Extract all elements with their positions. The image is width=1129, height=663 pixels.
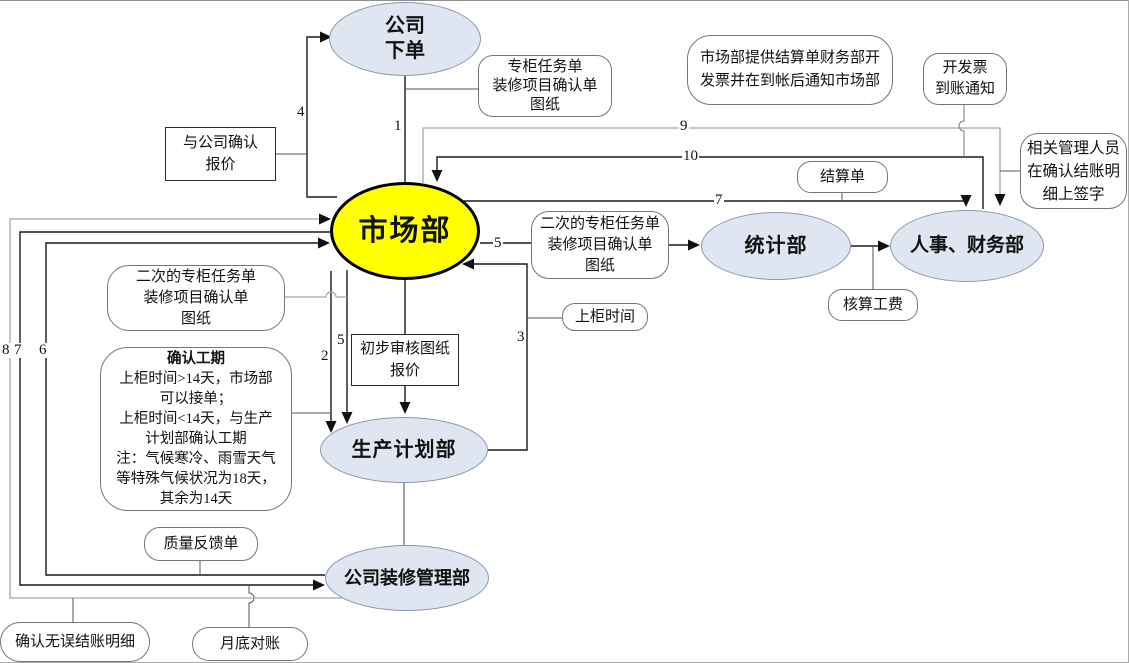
- node-hr-finance-dept-label: 人事、财务部: [909, 235, 1024, 257]
- note-settlement-invoice: 市场部提供结算单财务部开 发票并在到帐后通知市场部: [687, 35, 893, 105]
- note-confirm-work-period: 确认工期 上柜时间>14天，市场部 可以接单； 上柜时间<14天，与生产 计划部…: [100, 347, 292, 511]
- note-second-task-right-line3: 图纸: [584, 257, 615, 274]
- node-statistics-dept-label: 统计部: [744, 234, 808, 257]
- note-first-task-sheet: 专柜任务单 装修项目确认单 图纸: [478, 55, 612, 117]
- note-second-task-right-line2: 装修项目确认单: [547, 236, 653, 253]
- edge-6-decoration-to-marketing: [45, 237, 330, 576]
- note-quality-feedback-label: 质量反馈单: [163, 536, 239, 552]
- note-second-task-sheet-right: 二次的专柜任务单 装修项目确认单 图纸: [531, 211, 669, 279]
- note-verified-settlement-details: 确认无误结账明细: [0, 622, 150, 662]
- note-settlement-sheet-label: 结算单: [819, 169, 865, 185]
- note-second-task-right-line1: 二次的专柜任务单: [539, 215, 660, 232]
- note-labor-cost: 核算工费: [828, 289, 918, 321]
- note-invoice-arrival: 开发票 到账通知: [923, 53, 1007, 105]
- note-managers-signature: 相关管理人员 在确认结账明 细上签字: [1020, 133, 1127, 209]
- note-first-task-sheet-line1: 专柜任务单: [507, 58, 583, 75]
- edge-9-marketing-to-finance: [422, 127, 1020, 206]
- edge-10-finance-to-marketing: [431, 105, 984, 209]
- note-invoice-arrival-line1: 开发票: [942, 60, 988, 76]
- note-second-task-sheet-left: 二次的专柜任务单 装修项目确认单 图纸: [107, 265, 285, 331]
- node-marketing-dept-label: 市场部: [358, 214, 452, 247]
- note-month-end-label: 月底对账: [219, 636, 280, 652]
- note-second-task-left-line1: 二次的专柜任务单: [135, 268, 256, 285]
- node-decoration-mgmt-dept: 公司装修管理部: [325, 545, 489, 611]
- edge-label-1: 1: [393, 118, 403, 134]
- edge-marketing-to-review-to-production: [399, 280, 411, 414]
- edge-label-3: 3: [516, 329, 526, 345]
- note-confirm-work-period-title: 确认工期: [167, 351, 225, 367]
- note-first-task-sheet-line2: 装修项目确认单: [492, 77, 598, 94]
- edge-2-marketing-to-production: [288, 271, 337, 433]
- node-statistics-dept: 统计部: [701, 212, 851, 280]
- note-labor-cost-label: 核算工费: [842, 297, 903, 313]
- edge-label-7-right: 7: [714, 192, 724, 208]
- node-company-order-line1: 公司: [385, 15, 425, 37]
- box-confirm-quote-line2: 报价: [205, 157, 236, 173]
- node-production-planning-dept: 生产计划部: [320, 417, 488, 483]
- note-managers-signature-line2: 在确认结账明: [1026, 162, 1120, 180]
- node-production-planning-label: 生产计划部: [351, 438, 457, 461]
- edge-7-marketing-to-finance: [464, 193, 972, 207]
- edge-label-9: 9: [679, 118, 689, 134]
- note-confirm-work-period-line6: 等特殊气候状况为18天，: [116, 471, 276, 487]
- note-verified-settlement-label: 确认无误结账明细: [14, 634, 135, 650]
- edge-5-marketing-to-production: [285, 270, 353, 424]
- note-second-task-left-line2: 装修项目确认单: [143, 289, 249, 306]
- edge-label-7-left: 7: [13, 342, 23, 358]
- edge-1-company-to-marketing: [404, 76, 478, 183]
- box-preliminary-review-line2: 报价: [389, 363, 420, 379]
- note-confirm-work-period-line3: 上柜时间<14天，与生产: [119, 411, 273, 427]
- edge-statistics-to-finance: [851, 240, 890, 289]
- edge-label-8: 8: [1, 342, 11, 358]
- edge-8-decoration-to-marketing: [9, 213, 342, 622]
- edge-label-4: 4: [296, 104, 306, 120]
- note-shelf-time-label: 上柜时间: [574, 309, 635, 325]
- note-month-end-reconciliation: 月底对账: [192, 627, 308, 661]
- note-settlement-invoice-line1: 市场部提供结算单财务部开: [699, 50, 880, 66]
- note-managers-signature-line3: 细上签字: [1042, 185, 1105, 203]
- note-shelf-time: 上柜时间: [562, 303, 648, 331]
- box-confirm-quote-line1: 与公司确认: [182, 135, 258, 151]
- note-confirm-work-period-line5: 注：气候寒冷、雨雪天气: [116, 451, 276, 467]
- node-marketing-dept: 市场部: [330, 182, 480, 280]
- note-confirm-work-period-line7: 其余为14天: [159, 491, 233, 507]
- note-second-task-left-line3: 图纸: [180, 310, 211, 327]
- box-confirm-quote: 与公司确认 报价: [165, 127, 276, 181]
- note-confirm-work-period-line4: 计划部确认工期: [145, 431, 247, 447]
- edge-4-marketing-to-company: [276, 31, 337, 198]
- node-company-order-line2: 下单: [385, 40, 425, 62]
- box-preliminary-review-line1: 初步审核图纸: [359, 341, 450, 357]
- note-invoice-arrival-line2: 到账通知: [934, 81, 995, 97]
- note-quality-feedback: 质量反馈单: [144, 527, 258, 561]
- edge-5-marketing-to-statistics: [480, 239, 700, 251]
- node-company-order: 公司 下单: [329, 2, 481, 76]
- edge-label-5-right: 5: [493, 235, 503, 251]
- note-settlement-sheet: 结算单: [797, 161, 888, 193]
- edge-label-10: 10: [682, 148, 699, 164]
- edge-3-production-to-marketing: [462, 258, 562, 451]
- note-managers-signature-line1: 相关管理人员: [1026, 139, 1120, 157]
- node-decoration-mgmt-label: 公司装修管理部: [344, 567, 470, 588]
- node-hr-finance-dept: 人事、财务部: [890, 210, 1044, 282]
- edge-label-5-left: 5: [336, 332, 346, 348]
- note-confirm-work-period-line1: 上柜时间>14天，市场部: [119, 371, 273, 387]
- note-first-task-sheet-line3: 图纸: [529, 96, 560, 113]
- note-settlement-invoice-line2: 发票并在到帐后通知市场部: [699, 73, 880, 89]
- note-confirm-work-period-line2: 可以接单；: [159, 391, 233, 407]
- edge-label-2: 2: [320, 348, 330, 364]
- edge-label-6: 6: [38, 342, 48, 358]
- box-preliminary-review: 初步审核图纸 报价: [351, 334, 459, 386]
